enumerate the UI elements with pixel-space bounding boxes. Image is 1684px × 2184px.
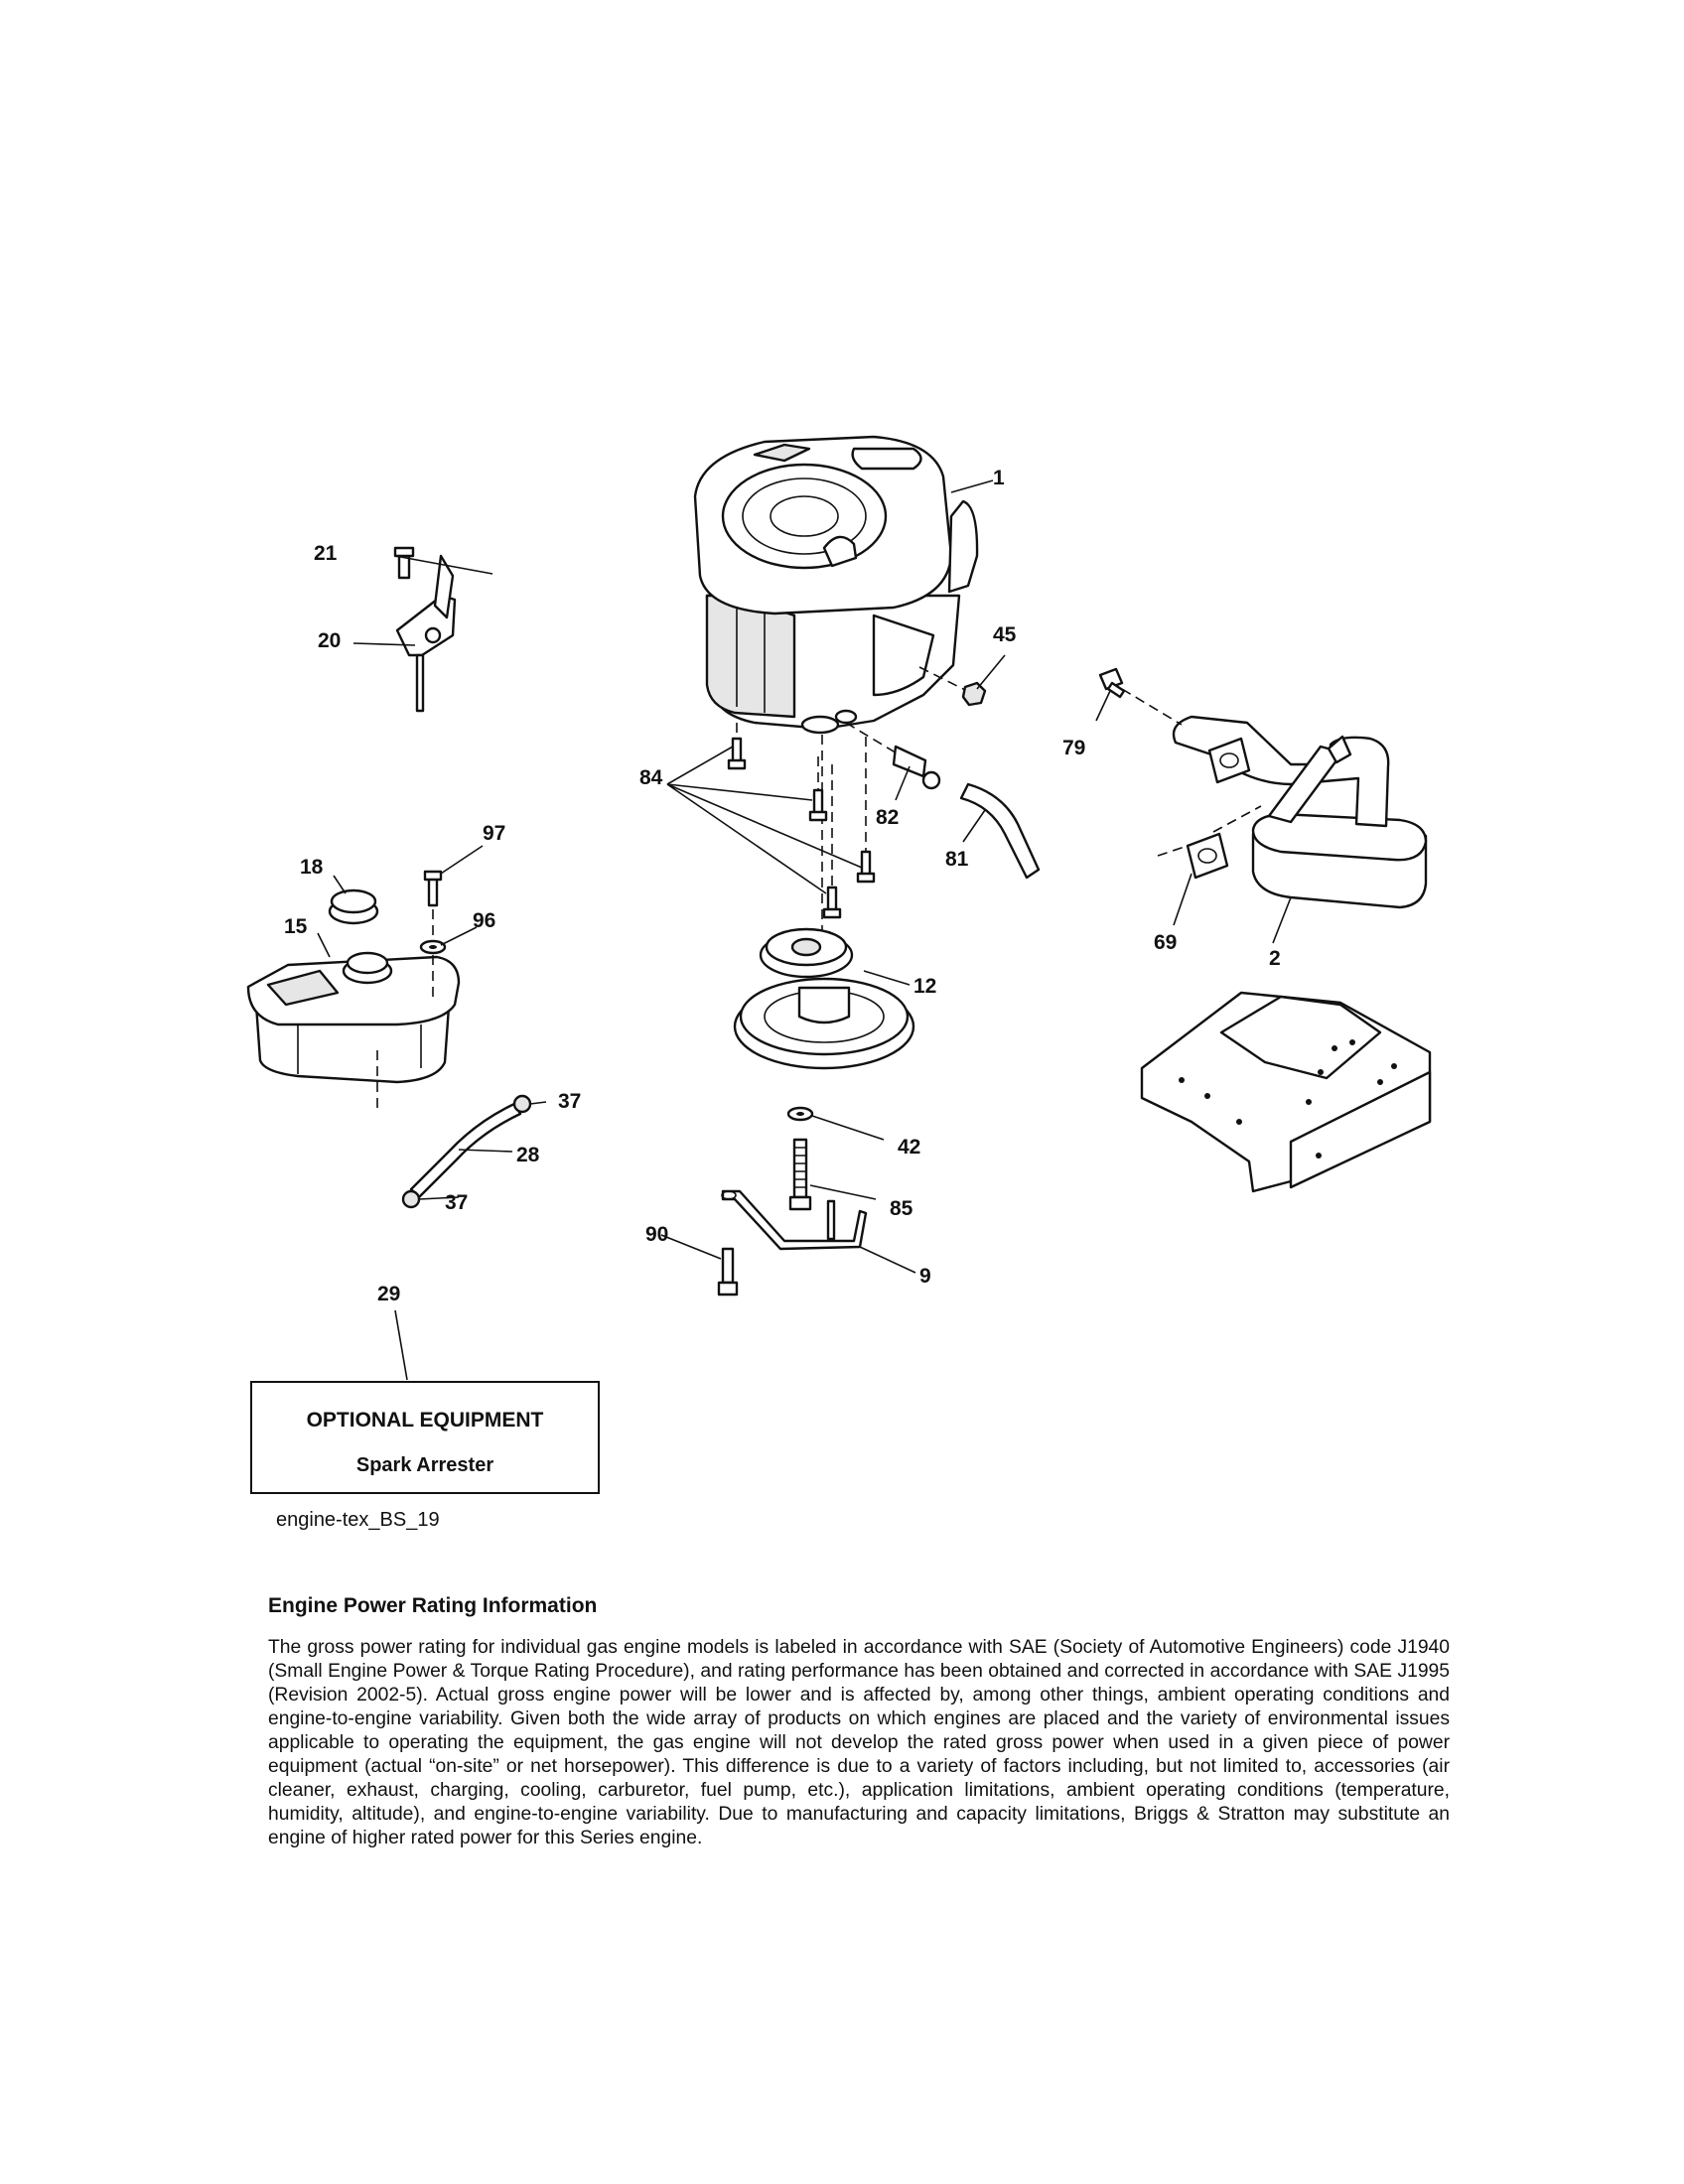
callout-85: 85 [890, 1197, 913, 1220]
pulley-12 [733, 927, 915, 1070]
clamp-37-upper [512, 1094, 532, 1114]
callout-28: 28 [516, 1144, 540, 1166]
callout-21: 21 [314, 542, 338, 565]
callout-labels: 1 45 79 84 82 81 21 20 97 18 15 96 37 28… [284, 467, 1281, 1305]
gasket-69 [1186, 832, 1229, 880]
clamp-37-lower [401, 1189, 421, 1209]
optional-equipment-item: Spark Arrester [355, 1454, 494, 1476]
optional-equipment-box: OPTIONAL EQUIPMENT Spark Arrester [250, 1381, 600, 1494]
callout-96: 96 [473, 909, 495, 932]
muffler-2 [1172, 715, 1428, 909]
diagram-id-label: engine-tex_BS_19 [276, 1509, 440, 1531]
fuel-fitting-82 [845, 722, 941, 790]
screw-79 [1098, 667, 1126, 699]
fuel-tank-15 [246, 951, 461, 1084]
washer-96 [419, 939, 447, 955]
engine-assembly [693, 435, 979, 735]
callout-9: 9 [919, 1265, 931, 1288]
callout-42: 42 [898, 1136, 920, 1159]
info-heading: Engine Power Rating Information [268, 1594, 598, 1617]
engine-parts-diagram: 1 45 79 84 82 81 21 20 97 18 15 96 37 28… [246, 435, 1432, 1381]
callout-29: 29 [377, 1283, 400, 1305]
callout-79: 79 [1062, 737, 1085, 759]
callout-12: 12 [913, 975, 936, 998]
muffler-mount-line [1121, 688, 1262, 857]
callout-82: 82 [876, 806, 899, 829]
info-body: The gross power rating for individual ga… [268, 1637, 1450, 1848]
optional-equipment-title: OPTIONAL EQUIPMENT [306, 1409, 544, 1432]
tank-bolt-centerline [376, 955, 434, 1112]
callout-18: 18 [300, 856, 324, 879]
bolt-85 [788, 1138, 812, 1211]
throttle-control-20 [395, 554, 457, 713]
callout-97: 97 [483, 822, 505, 845]
fuel-hose-81 [959, 782, 1041, 880]
callout-20: 20 [318, 629, 341, 652]
callout-45: 45 [993, 623, 1017, 646]
screw-21 [393, 546, 415, 580]
callout-84: 84 [639, 766, 663, 789]
callout-37-lower: 37 [445, 1191, 468, 1214]
flange-gasket [1207, 737, 1251, 784]
callout-69: 69 [1154, 931, 1177, 954]
callout-15: 15 [284, 915, 308, 938]
washer-42 [786, 1106, 814, 1122]
screw-97 [423, 870, 443, 907]
callout-90: 90 [645, 1223, 668, 1246]
nut-45 [918, 666, 987, 707]
callout-81: 81 [945, 848, 969, 871]
leader-lines [317, 479, 1292, 1381]
callout-37-upper: 37 [558, 1090, 581, 1113]
callout-1: 1 [993, 467, 1005, 489]
callout-2: 2 [1269, 947, 1281, 970]
bracket-9 [721, 1189, 868, 1251]
fuel-cap-18 [328, 888, 379, 925]
engine-mount-plate [1140, 991, 1432, 1193]
bolt-90 [717, 1247, 739, 1297]
bolts-84 [727, 723, 876, 919]
